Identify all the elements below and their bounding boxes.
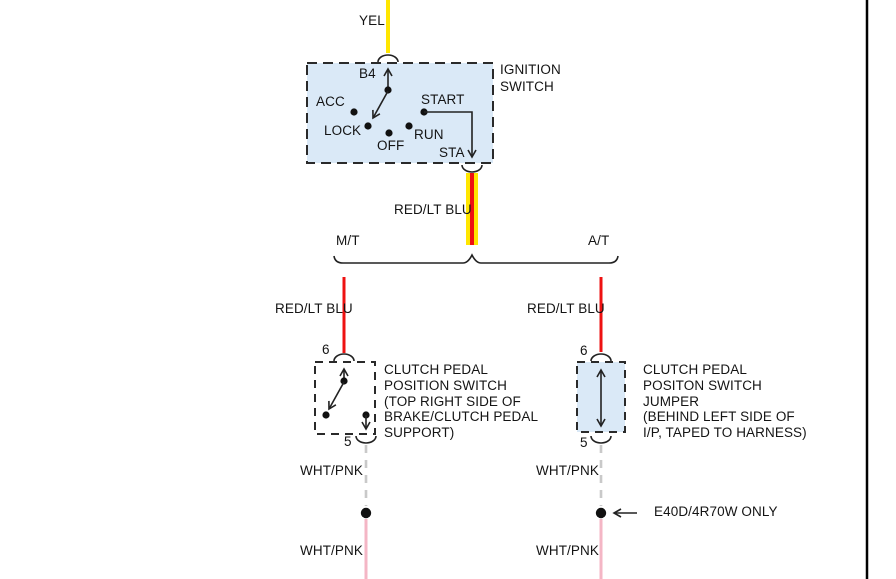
position-acc-label: ACC [316,94,345,109]
right-pin5-label: 5 [580,435,588,450]
left-desc-line1: CLUTCH PEDAL [384,362,488,377]
connector-icon [590,353,612,362]
left-desc-line4: BRAKE/CLUTCH PEDAL [384,409,539,425]
terminal-sta-label: STA [439,145,465,160]
feed-wire-red-tracer [470,173,474,245]
contact-dot-acc [350,108,358,116]
contact-dot-lock [364,122,372,130]
clutch-switch-arm [328,381,345,411]
connector-icon [333,353,355,362]
right-component-description: CLUTCH PEDAL POSITON SWITCH JUMPER (BEHI… [643,362,807,441]
connector-icon [590,435,612,444]
left-desc-line3: (TOP RIGHT SIDE OF [384,393,521,409]
connector-icon [461,164,483,173]
terminal-b4-label: B4 [359,66,376,81]
feed-wire-label: RED/LT BLU [394,202,472,217]
position-off-label: OFF [377,138,405,153]
position-start-label: START [421,92,465,107]
position-lock-label: LOCK [324,123,362,138]
right-desc-line1: CLUTCH PEDAL [643,362,747,377]
left-wire-label: RED/LT BLU [275,301,353,316]
ignition-switch-title: IGNITION SWITCH [500,61,561,95]
right-desc-line2: POSITON SWITCH [643,377,762,393]
clutch-contact-dot [322,411,330,419]
left-whtpnk-lower-label: WHT/PNK [300,543,363,558]
right-wire-label: RED/LT BLU [527,301,605,316]
left-desc-line5: SUPPORT) [384,425,455,441]
pivot-dot [384,86,392,94]
start-sta-line [424,111,477,159]
ignition-switch-title-line2: SWITCH [500,79,554,94]
ignition-switch-title-line1: IGNITION [500,62,561,77]
left-pin5-label: 5 [344,434,352,449]
position-run-label: RUN [414,127,444,142]
left-splice-dot [360,507,372,519]
contact-dot-off [385,129,393,137]
ignition-switch-box [306,62,494,164]
right-desc-line3: JUMPER [643,393,700,409]
left-whtpnk-upper-label: WHT/PNK [300,463,363,478]
split-at-label: A/T [588,233,610,248]
right-desc-line5: I/P, TAPED TO HARNESS) [643,425,807,441]
contact-dot-run [405,122,413,130]
switch-arm [372,90,389,120]
right-pin6-label: 6 [580,343,588,358]
left-component-description: CLUTCH PEDAL POSITION SWITCH (TOP RIGHT … [384,362,538,441]
split-brace [333,253,619,264]
right-whtpnk-lower-label: WHT/PNK [536,543,599,558]
right-desc-line4: (BEHIND LEFT SIDE OF [643,409,795,425]
left-desc-line2: POSITION SWITCH [384,377,507,393]
connector-icon [355,435,377,444]
right-splice-dot [595,507,607,519]
clutch-switch-box [314,361,376,435]
split-mt-label: M/T [336,233,360,248]
yel-wire-label: YEL [359,13,385,28]
left-pin6-label: 6 [322,342,330,357]
connector-icon [377,54,399,63]
transmission-note-label: E40D/4R70W ONLY [654,504,778,519]
right-whtpnk-upper-label: WHT/PNK [536,463,599,478]
clutch-pivot-dot [340,377,348,385]
